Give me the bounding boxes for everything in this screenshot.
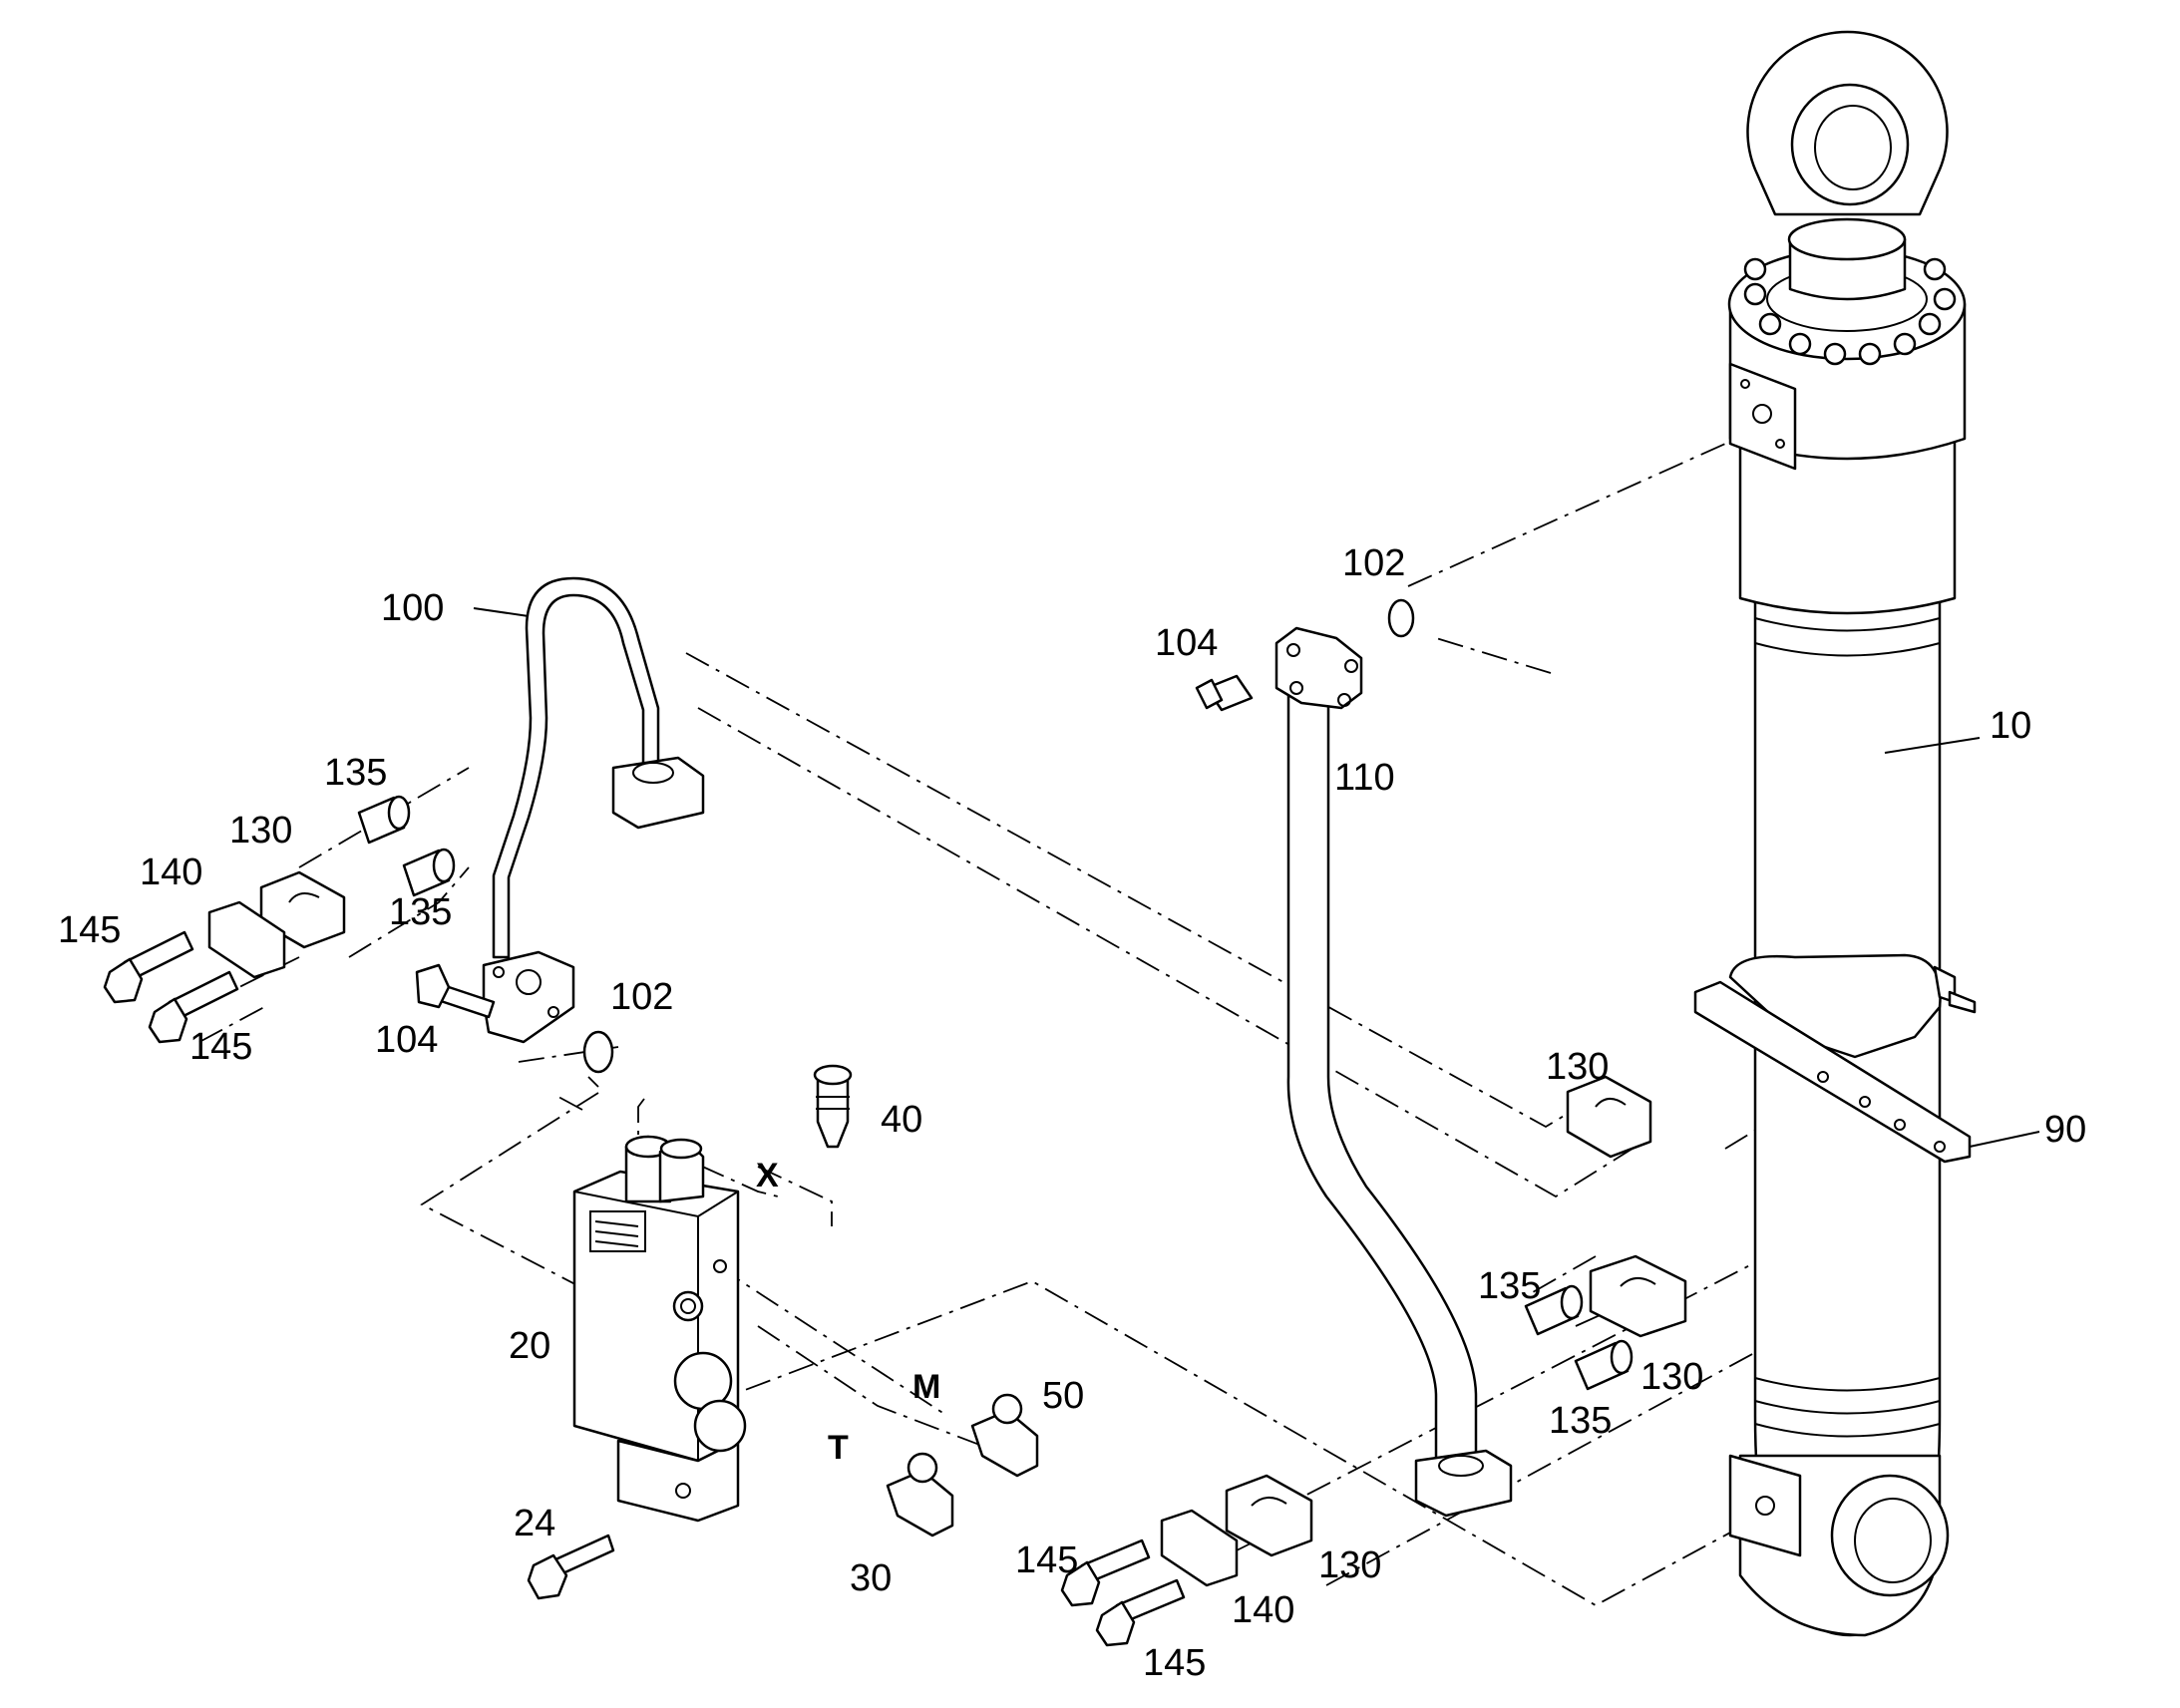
label-plate-bottom: 140 <box>1232 1589 1294 1631</box>
plug-t <box>886 1452 954 1537</box>
label-bush-upper-left-b: 135 <box>389 891 452 933</box>
label-valve-bolt: 24 <box>514 1503 555 1544</box>
mid-right-clamp <box>1566 1075 1652 1159</box>
label-valve-block: 20 <box>509 1325 550 1367</box>
upper-loop-pipe <box>482 576 705 1044</box>
label-bush-lower-right-a: 135 <box>1478 1265 1541 1307</box>
long-pipe <box>1274 626 1513 1518</box>
label-clamp-bottom: 130 <box>1318 1544 1381 1586</box>
lower-right-clamp-group <box>1524 1254 1687 1391</box>
label-clamp-lower-right: 130 <box>1640 1356 1703 1398</box>
port-x-label: X <box>756 1157 779 1195</box>
label-plug-t: 30 <box>850 1557 892 1599</box>
hydraulic-cylinder <box>1727 30 1967 1637</box>
port-m-label: M <box>912 1368 940 1406</box>
label-bolt-upper-left-b: 145 <box>189 1026 252 1068</box>
upper-left-clamp-group <box>103 795 614 1074</box>
port-t-label: T <box>828 1429 849 1467</box>
label-screw-left: 104 <box>375 1019 438 1061</box>
label-bolt-bottom-b: 145 <box>1143 1642 1206 1684</box>
label-bush-upper-left-a: 135 <box>324 752 387 794</box>
label-pipe-long: 110 <box>1334 757 1395 799</box>
label-oring-left: 102 <box>610 976 673 1018</box>
assembly-lines <box>198 434 1916 1607</box>
leader-lines <box>473 607 2040 1148</box>
label-bolt-upper-left-a: 145 <box>58 909 121 951</box>
label-fitting-x: 40 <box>881 1099 922 1141</box>
label-bolt-bottom-a: 145 <box>1015 1539 1078 1581</box>
label-bracket: 90 <box>2044 1109 2086 1151</box>
label-plug-m: 50 <box>1042 1375 1084 1417</box>
label-oring-upper-right: 102 <box>1342 542 1405 584</box>
bottom-clamp-group <box>1060 1474 1313 1647</box>
fitting-x <box>813 1064 853 1149</box>
label-screw-upper-right: 104 <box>1155 622 1218 664</box>
label-clamp-mid-right: 130 <box>1546 1046 1609 1088</box>
upper-right-fittings <box>1195 598 1415 712</box>
plug-m <box>970 1393 1039 1478</box>
label-clamp-upper-left: 130 <box>229 810 292 852</box>
valve-block <box>572 1135 747 1523</box>
mounting-bracket <box>1693 953 1977 1164</box>
label-bush-lower-right-b: 135 <box>1549 1400 1612 1442</box>
label-pipe-upper: 100 <box>381 587 444 629</box>
valve-bolt <box>527 1534 615 1600</box>
label-plate-upper-left: 140 <box>140 852 202 893</box>
label-cylinder: 10 <box>1990 705 2031 747</box>
